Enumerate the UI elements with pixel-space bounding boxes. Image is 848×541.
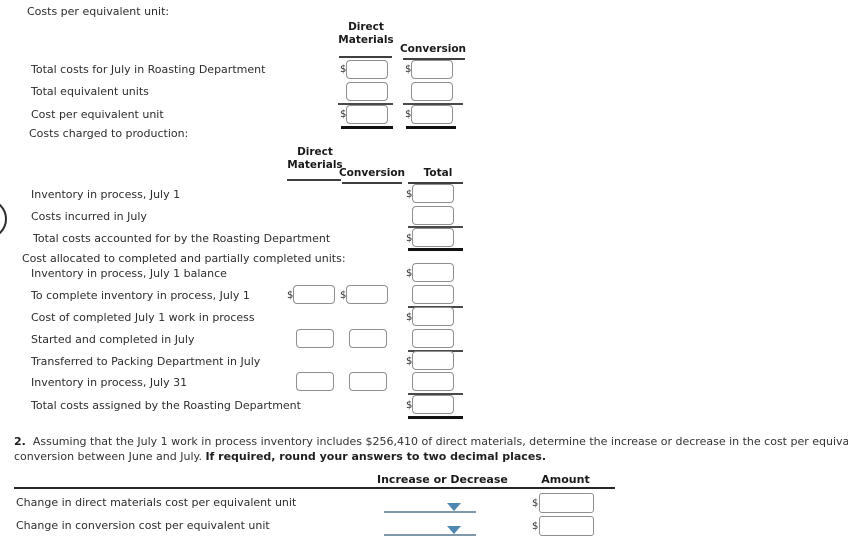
input-total-accounted-total[interactable]: [412, 228, 454, 247]
input-cost-per-unit-dm[interactable]: [346, 105, 388, 124]
s2-row3-label: Total costs accounted for by the Roastin…: [33, 232, 331, 245]
s4-col-amount: Amount: [541, 473, 590, 486]
input-total-costs-conversion[interactable]: [411, 60, 453, 79]
input-total-assigned-total[interactable]: [412, 395, 454, 414]
section3-title: Cost allocated to completed and partiall…: [22, 252, 346, 265]
input-change-conversion-amount[interactable]: [539, 516, 594, 536]
s3-row5-label: Transferred to Packing Department in Jul…: [31, 355, 261, 368]
select-change-conversion[interactable]: [384, 534, 476, 536]
input-started-completed-total[interactable]: [412, 329, 454, 348]
s1-conv-subtotal-rule: [403, 103, 463, 105]
s1-col-conversion: Conversion: [399, 43, 467, 55]
s3-row3-label: Cost of completed July 1 work in process: [31, 311, 255, 324]
chevron-down-icon[interactable]: [447, 503, 461, 511]
s1-row1-label: Total costs for July in Roasting Departm…: [31, 63, 266, 76]
input-costs-incurred-total[interactable]: [412, 206, 454, 225]
s2-col-direct-materials: Direct Materials: [287, 146, 343, 171]
s1-row3-label: Cost per equivalent unit: [31, 108, 164, 121]
s4-row1-label: Change in direct materials cost per equi…: [16, 496, 297, 509]
input-to-complete-dm[interactable]: [293, 285, 335, 304]
input-inventory-july1-total[interactable]: [412, 184, 454, 203]
input-inventory-july31-conversion[interactable]: [349, 372, 387, 391]
prev-navigation-button[interactable]: [0, 199, 7, 239]
input-inventory-july31-dm[interactable]: [296, 372, 334, 391]
s3-subtotal-rule-3: [408, 393, 463, 395]
input-july1-balance-total[interactable]: [412, 263, 454, 282]
select-change-dm[interactable]: [384, 511, 476, 513]
s3-row6-label: Inventory in process, July 31: [31, 376, 188, 389]
s2-col-conversion: Conversion: [338, 167, 406, 179]
s3-row4-label: Started and completed in July: [31, 333, 195, 346]
input-to-complete-total[interactable]: [412, 285, 454, 304]
input-to-complete-conversion[interactable]: [346, 285, 388, 304]
s1-dm-subtotal-rule: [338, 103, 393, 105]
input-transferred-packing-total[interactable]: [412, 351, 454, 370]
s4-header-rule: [14, 487, 615, 489]
input-change-dm-amount[interactable]: [539, 493, 594, 513]
dollar-sign: $: [532, 498, 539, 509]
s1-col-direct-materials: Direct Materials: [338, 21, 394, 46]
dollar-sign: $: [406, 400, 413, 411]
input-started-completed-conversion[interactable]: [349, 329, 387, 348]
s2-row2-label: Costs incurred in July: [31, 210, 147, 223]
section2-title: Costs charged to production:: [29, 127, 189, 140]
section1-title: Costs per equivalent unit:: [27, 5, 170, 18]
s2-col-total: Total: [423, 167, 453, 179]
s2-dm-header-rule: [287, 179, 341, 181]
dollar-sign: $: [406, 356, 413, 367]
question2-line2: conversion between June and July. If req…: [14, 450, 546, 463]
dollar-sign: $: [406, 312, 413, 323]
dollar-sign: $: [406, 189, 413, 200]
s3-total-rule: [408, 416, 463, 419]
s2-conv-header-rule: [342, 182, 402, 184]
s2-subtotal-rule: [408, 226, 463, 228]
s1-conv-total-rule: [406, 126, 456, 129]
dollar-sign: $: [287, 290, 294, 301]
s1-dm-total-rule: [341, 126, 393, 129]
dollar-sign: $: [406, 233, 413, 244]
s2-row1-label: Inventory in process, July 1: [31, 188, 181, 201]
s3-row1-label: Inventory in process, July 1 balance: [31, 267, 227, 280]
s4-col-increase-decrease: Increase or Decrease: [377, 473, 508, 486]
dollar-sign: $: [340, 290, 347, 301]
s4-row2-label: Change in conversion cost per equivalent…: [16, 519, 270, 532]
question2-line1: 2. Assuming that the July 1 work in proc…: [14, 435, 848, 448]
dollar-sign: $: [340, 109, 347, 120]
input-completed-wip-total[interactable]: [412, 307, 454, 326]
input-total-costs-dm[interactable]: [346, 60, 388, 79]
input-started-completed-dm[interactable]: [296, 329, 334, 348]
dollar-sign: $: [405, 64, 412, 75]
dollar-sign: $: [340, 64, 347, 75]
question2-text2-bold: If required, round your answers to two d…: [205, 450, 547, 463]
dollar-sign: $: [405, 109, 412, 120]
s1-conv-header-rule: [403, 58, 465, 60]
input-equivalent-units-conversion[interactable]: [411, 82, 453, 101]
question2-text1: Assuming that the July 1 work in process…: [32, 435, 848, 448]
input-cost-per-unit-conversion[interactable]: [411, 105, 453, 124]
s2-total-rule: [408, 248, 463, 251]
dollar-sign: $: [406, 268, 413, 279]
input-equivalent-units-dm[interactable]: [346, 82, 388, 101]
chevron-down-icon[interactable]: [447, 526, 461, 534]
s3-row7-label: Total costs assigned by the Roasting Dep…: [31, 399, 301, 412]
input-inventory-july31-total[interactable]: [412, 372, 454, 391]
dollar-sign: $: [532, 521, 539, 532]
s3-row2-label: To complete inventory in process, July 1: [31, 289, 250, 302]
s1-dm-header-rule: [339, 56, 392, 58]
question2-number: 2.: [14, 435, 26, 448]
question2-text2: conversion between June and July.: [14, 450, 206, 463]
s2-total-header-rule: [408, 182, 463, 184]
s1-row2-label: Total equivalent units: [31, 85, 149, 98]
